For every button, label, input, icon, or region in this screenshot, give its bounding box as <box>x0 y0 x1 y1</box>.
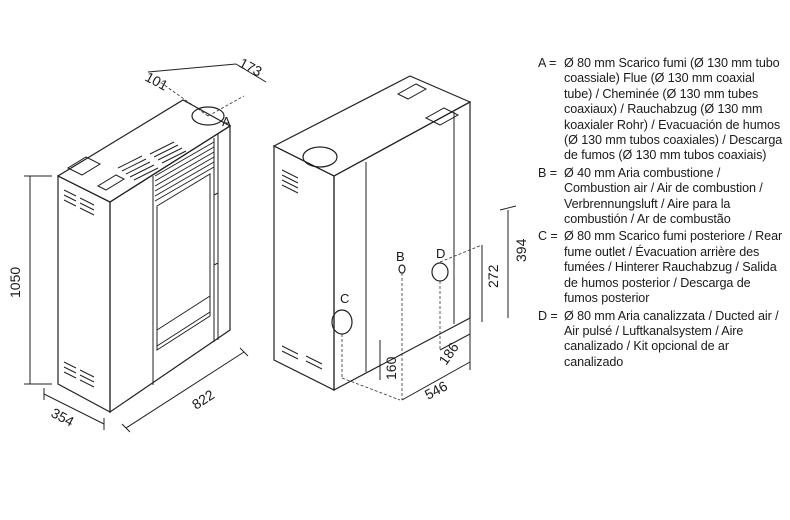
legend-entry-a: A = Ø 80 mm Scarico fumi (Ø 130 mm tubo … <box>538 56 783 164</box>
dim-822: 822 <box>189 386 217 412</box>
dim-101: 101 <box>143 69 171 94</box>
dim-160: 160 <box>383 356 399 380</box>
stove-door <box>156 173 211 351</box>
dim-173: 173 <box>237 55 265 80</box>
stove-top-face <box>56 99 232 203</box>
dim-186: 186 <box>435 339 462 367</box>
rear-control-panel <box>396 83 428 100</box>
legend-entry-b: B = Ø 40 mm Aria combustione / Combustio… <box>538 166 783 228</box>
legend-key-b: B = <box>538 165 557 180</box>
flue-outlet-a <box>191 106 225 126</box>
marker-a: A <box>222 114 231 129</box>
legend-text-c: Ø 80 mm Scarico fumi posteriore / Rear f… <box>564 229 783 306</box>
dim-1050: 1050 <box>7 267 23 298</box>
dim-394: 394 <box>513 238 529 262</box>
legend-entry-d: D = Ø 80 mm Aria canalizzata / Ducted ai… <box>538 309 783 371</box>
rear-view-stove <box>272 75 472 391</box>
dimension-lines-front <box>24 63 267 433</box>
rear-stove-side-face <box>273 145 335 391</box>
control-panel-icon <box>66 156 102 176</box>
legend-key-c: C = <box>538 229 558 244</box>
dim-272: 272 <box>485 264 501 288</box>
combustion-air-inlet-b <box>398 264 406 274</box>
ducted-air-outlet-d <box>431 262 449 282</box>
legend-key-a: A = <box>538 56 557 70</box>
legend-text-d: Ø 80 mm Aria canalizzata / Ducted air / … <box>564 308 779 369</box>
side-vents <box>63 189 95 388</box>
rear-fume-outlet-c <box>331 309 353 335</box>
legend-text-a: Ø 80 mm Scarico fumi (Ø 130 mm tubo coas… <box>564 56 783 163</box>
legend-text-b: Ø 40 mm Aria combustione / Combustion ai… <box>564 165 763 227</box>
legend: A = Ø 80 mm Scarico fumi (Ø 130 mm tubo … <box>538 56 783 372</box>
legend-entry-c: C = Ø 80 mm Scarico fumi posteriore / Re… <box>538 229 783 306</box>
dim-546: 546 <box>422 377 450 402</box>
rear-flue-outlet <box>302 146 338 168</box>
front-view-stove <box>56 99 232 414</box>
pellet-hopper-lid <box>96 174 126 191</box>
marker-d: D <box>436 246 445 261</box>
top-vents <box>117 141 187 181</box>
rear-display-panel <box>424 107 460 126</box>
marker-b: B <box>396 249 405 264</box>
legend-key-d: D = <box>538 308 558 323</box>
stove-front-face <box>109 124 231 414</box>
rear-side-vents <box>281 169 323 370</box>
dimension-lines-rear <box>341 205 517 401</box>
top-grille <box>154 141 215 202</box>
marker-c: C <box>340 291 349 306</box>
